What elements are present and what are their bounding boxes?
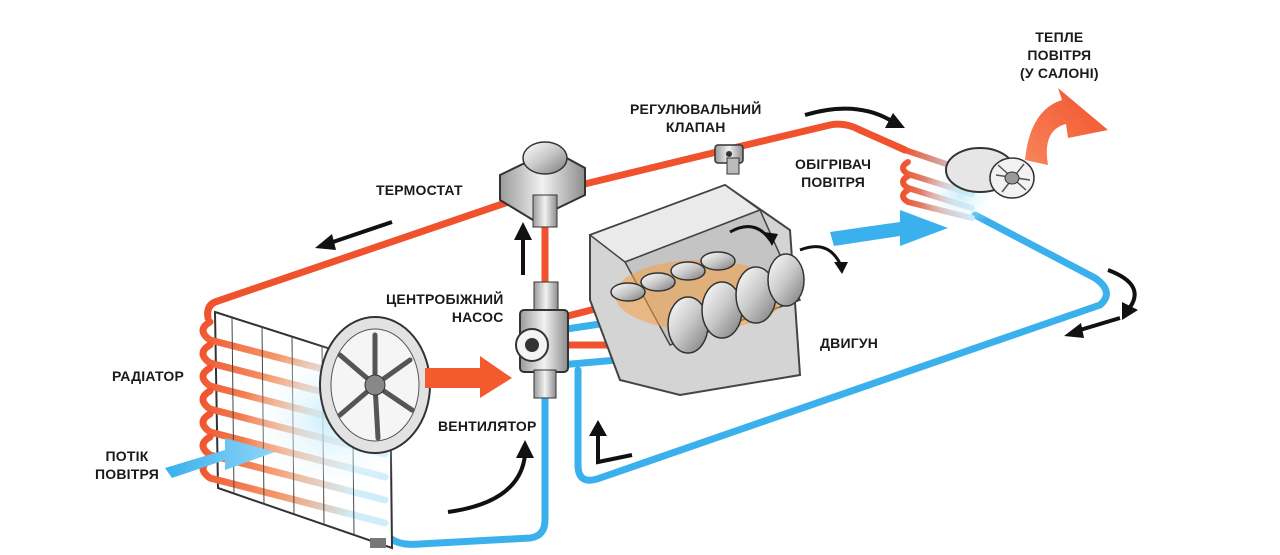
- flow-arrow-up-pump: [514, 222, 532, 275]
- flow-arrow-left-top: [315, 220, 393, 250]
- pump-label-line2: НАСОС: [451, 309, 504, 325]
- warm-air-label-line1: ТЕПЛЕ: [1035, 29, 1084, 45]
- warm-air-label: ТЕПЛЕ ПОВІТРЯ (У САЛОНІ): [1020, 28, 1099, 82]
- engine-graphic: [588, 183, 805, 397]
- airflow-label-line2: ПОВІТРЯ: [95, 466, 159, 482]
- radiator-label: РАДІАТОР: [112, 367, 184, 385]
- flow-arrow-fan-to-pump: [447, 440, 534, 514]
- blower-fan-graphic: [945, 147, 1035, 199]
- heater-label-line2: ПОВІТРЯ: [801, 174, 866, 190]
- flow-direction-arrows: [315, 106, 1138, 514]
- thermostat-label: ТЕРМОСТАТ: [376, 181, 463, 199]
- fan-label-text: ВЕНТИЛЯТОР: [438, 418, 537, 434]
- control-valve-label-line1: РЕГУЛЮВАЛЬНИЙ: [630, 101, 762, 117]
- engine-label-text: ДВИГУН: [820, 335, 879, 351]
- engine-rotation-arrow-2: [799, 245, 848, 274]
- pump-label-line1: ЦЕНТРОБІЖНИЙ: [386, 291, 504, 307]
- flow-arrow-return-right: [1107, 268, 1138, 320]
- control-valve-label-line2: КЛАПАН: [665, 119, 726, 135]
- control-valve-label: РЕГУЛЮВАЛЬНИЙ КЛАПАН: [630, 100, 761, 136]
- warm-air-outlet-arrow: [1025, 88, 1108, 165]
- heater-label-line1: ОБІГРІВАЧ: [795, 156, 872, 172]
- flow-arrow-engine-return: [589, 420, 633, 465]
- engine-label: ДВИГУН: [820, 334, 878, 352]
- fan-hot-air-arrow: [425, 356, 512, 398]
- fan-graphic: [319, 316, 431, 454]
- airflow-label: ПОТІК ПОВІТРЯ: [95, 447, 159, 483]
- pump-label: ЦЕНТРОБІЖНИЙ НАСОС: [386, 290, 504, 326]
- fan-label: ВЕНТИЛЯТОР: [438, 417, 537, 435]
- flow-arrow-to-heater: [804, 106, 905, 128]
- thermostat-graphic: [499, 141, 586, 228]
- heater-intake-arrow: [830, 210, 948, 246]
- engine-rotation-arrow-1: [729, 225, 778, 246]
- flow-arrow-return-bottom: [1064, 316, 1121, 338]
- airflow-label-line1: ПОТІК: [105, 448, 149, 464]
- warm-air-label-line2: ПОВІТРЯ: [1027, 47, 1092, 63]
- warm-air-label-line3: (У САЛОНІ): [1020, 65, 1099, 81]
- incoming-airflow-arrow: [165, 438, 275, 478]
- pump-graphic: [515, 281, 569, 399]
- thermostat-label-text: ТЕРМОСТАТ: [376, 182, 463, 198]
- radiator-label-text: РАДІАТОР: [112, 368, 185, 384]
- control-valve-graphic: [714, 144, 744, 175]
- heater-label: ОБІГРІВАЧ ПОВІТРЯ: [795, 155, 871, 191]
